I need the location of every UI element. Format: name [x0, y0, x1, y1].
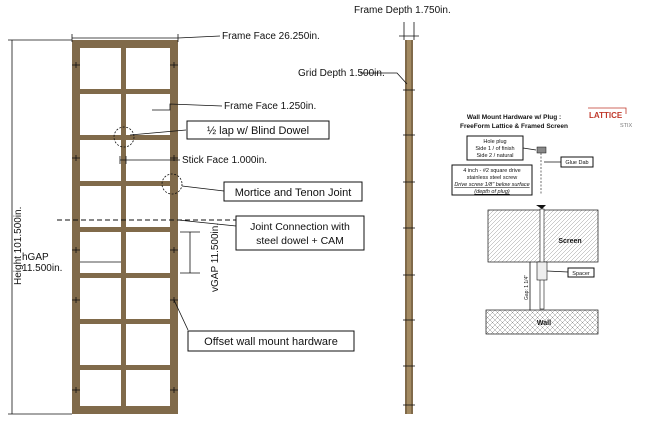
svg-text:STIX: STIX — [620, 123, 633, 129]
hardware-detail: Wall Mount Hardware w/ Plug : FreeForm L… — [451, 107, 633, 335]
screw-head-icon — [536, 205, 546, 209]
horizontal-stick — [80, 89, 170, 94]
screw-info-box — [451, 164, 533, 196]
hardware-title-2: FreeForm Lattice & Framed Screen — [460, 123, 568, 130]
wall-block — [485, 309, 599, 335]
hgap-label-1: hGAP — [22, 252, 49, 263]
joint-connection-text-1: Joint Connection with — [250, 221, 350, 233]
side-hardware-marks — [403, 89, 415, 406]
frame-face-side-leader — [152, 103, 223, 111]
plug-icon — [536, 146, 547, 154]
svg-text:4 inch - #2 square drive: 4 inch - #2 square drive — [463, 168, 520, 174]
frame-depth-label: Frame Depth 1.750in. — [354, 5, 451, 16]
spacer-box — [567, 267, 595, 278]
vgap-label: vGAP 11.500in. — [210, 223, 221, 292]
horizontal-stick — [80, 319, 170, 324]
joint-connection-leader — [177, 219, 237, 227]
svg-text:Spacer: Spacer — [572, 271, 590, 277]
horizontal-stick — [80, 181, 170, 186]
svg-text:Side 2 / natural: Side 2 / natural — [477, 153, 514, 159]
offset-leader — [173, 299, 189, 331]
half-lap-callout — [186, 120, 330, 140]
offset-hardware-text: Offset wall mount hardware — [204, 336, 338, 348]
wall-label: Wall — [537, 320, 551, 327]
lattice-frame — [72, 40, 183, 414]
mortice-leader — [181, 185, 225, 192]
horizontal-stick — [80, 273, 170, 278]
joint-connection-text-2: steel dowel + CAM — [256, 235, 344, 247]
stick-face-label: Stick Face 1.000in. — [182, 155, 267, 166]
offset-hardware-callout — [187, 330, 355, 352]
horizontal-stick — [80, 365, 170, 370]
svg-text:(depth of plug): (depth of plug) — [474, 189, 510, 195]
grid-depth-leader — [360, 72, 408, 85]
svg-text:stainless steel screw: stainless steel screw — [467, 175, 517, 181]
side-view — [403, 40, 415, 414]
spacer-shape — [536, 261, 548, 281]
mortice-callout — [223, 181, 363, 202]
grid-depth-label: Grid Depth 1.500in. — [298, 68, 385, 79]
frame-face-leader — [177, 35, 221, 39]
latticestix-logo: LATTICE STIX — [588, 107, 633, 129]
svg-text:Hole plug: Hole plug — [483, 139, 506, 145]
half-lap-text: ½ lap w/ Blind Dowel — [207, 125, 309, 137]
height-label: Height 101.500in. — [13, 207, 24, 285]
svg-text:Side 1 / of finish: Side 1 / of finish — [475, 146, 514, 152]
hgap-label-2: 11.500in. — [22, 263, 62, 274]
hole-plug-box — [466, 135, 524, 161]
svg-text:Drive screw 1/8" below surface: Drive screw 1/8" below surface — [454, 182, 529, 188]
half-lap-circle — [113, 126, 135, 148]
svg-text:LATTICE: LATTICE — [589, 111, 623, 120]
horizontal-stick — [80, 227, 170, 232]
frame-right-stile — [170, 40, 178, 414]
joint-connection-callout — [235, 215, 365, 251]
horizontal-stick — [80, 135, 170, 140]
frame-bottom-rail — [72, 406, 178, 414]
mortice-text: Mortice and Tenon Joint — [235, 187, 352, 199]
screw-shaft — [539, 208, 545, 310]
frame-face-side-label: Frame Face 1.250in. — [224, 101, 316, 112]
hardware-title-1: Wall Mount Hardware w/ Plug : — [467, 114, 561, 121]
mount-hardware-marks — [72, 62, 178, 393]
frame-face-top-label: Frame Face 26.250in. — [222, 31, 320, 42]
frame-top-rail — [72, 40, 178, 48]
mortice-circle — [161, 173, 183, 195]
gap-label: Gap: 1 1/4" — [524, 275, 530, 300]
screen-label: Screen — [558, 238, 581, 245]
frame-left-stile — [72, 40, 80, 414]
svg-text:Glue Dab: Glue Dab — [565, 160, 588, 166]
half-lap-leader — [129, 129, 187, 136]
